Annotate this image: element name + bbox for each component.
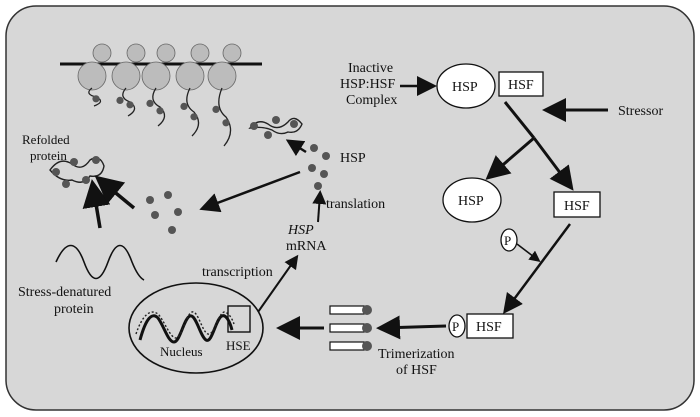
ribosome-small-subunit <box>222 43 242 63</box>
hse-label: HSE <box>226 338 251 353</box>
phosphate-bound-label: P <box>452 319 459 334</box>
arrow-cluster-to-polysome <box>285 139 307 157</box>
refolded-protein <box>49 156 105 188</box>
hsf-phospho-box <box>466 313 514 339</box>
hsp-dots-middle <box>146 191 182 234</box>
nascent-hsp-dot <box>190 113 198 121</box>
transcription-label: transcription <box>202 265 273 280</box>
hsp-complex-oval <box>436 63 496 109</box>
nascent-chain <box>218 87 232 147</box>
nascent-hsp-dot <box>222 119 230 127</box>
stressor-label: Stressor <box>618 104 663 119</box>
mrna-gene-label: HSP <box>287 223 314 238</box>
arrow-split-to-hsp <box>485 136 535 180</box>
nascent-hsp-dot <box>212 105 220 113</box>
nascent-hsp-dot <box>92 95 100 103</box>
folding-protein <box>248 116 303 139</box>
nascent-hsp-dot <box>156 107 164 115</box>
hsf-complex-box <box>498 71 544 97</box>
polysome-ribosomes <box>60 43 262 147</box>
denatured-label: Stress-denatured protein <box>18 285 115 317</box>
refolded-label: Refolded protein <box>22 132 73 163</box>
hsp-cluster-label: HSP <box>340 151 366 166</box>
nascent-hsp-dot <box>180 102 188 110</box>
denatured-protein <box>55 244 145 281</box>
arrow-complex-split <box>503 101 536 139</box>
nascent-hsp-dot <box>116 96 124 104</box>
arrow-denatured-to-refolded <box>82 179 111 229</box>
ribosome-large-subunit <box>111 61 141 91</box>
hsf-free-label: HSF <box>564 199 590 214</box>
hsf-complex-label: HSF <box>508 78 534 93</box>
ribosome-large-subunit <box>141 61 171 91</box>
hsp-complex-label: HSP <box>452 80 478 95</box>
mrna-label: mRNA <box>286 239 327 254</box>
ribosome-large-subunit <box>77 61 107 91</box>
ribosome-small-subunit <box>126 43 146 63</box>
arrow-hsf-to-phospho <box>503 223 572 315</box>
nascent-chain <box>186 87 200 137</box>
nascent-hsp-dot <box>126 101 134 109</box>
nascent-hsp-dot <box>146 99 154 107</box>
arrow-transcription <box>257 254 299 313</box>
phosphate-label: P <box>504 233 511 248</box>
trimerization-label: Trimerization of HSF <box>378 347 458 378</box>
ribosome-large-subunit <box>175 61 205 91</box>
ribosome-small-subunit <box>92 43 112 63</box>
hsf-free-box <box>553 191 601 218</box>
nucleus-label: Nucleus <box>160 344 203 359</box>
phosphate-bound-circle <box>448 314 466 338</box>
hsp-free-label: HSP <box>458 194 484 209</box>
arrow-cluster-to-middle <box>199 170 301 213</box>
ribosome-small-subunit <box>156 43 176 63</box>
dna-strand-solid <box>138 314 234 344</box>
arrow-hsp-to-refolded <box>94 175 136 210</box>
arrow-split-to-hsf <box>532 137 574 191</box>
nucleus-oval <box>128 282 264 374</box>
arrow-phosphate-in <box>516 243 541 262</box>
ribosome-large-subunit <box>207 61 237 91</box>
arrow-phospho-to-trimer <box>376 315 447 340</box>
ribosome-small-subunit <box>190 43 210 63</box>
dna-strand-dotted <box>135 311 235 339</box>
hsp-cluster <box>308 144 330 190</box>
inactive-complex-label: Inactive HSP:HSF Complex <box>340 61 399 108</box>
hse-box <box>227 305 251 333</box>
hsp-free-oval <box>442 177 502 223</box>
hsf-trimer <box>329 305 372 351</box>
hsf-phospho-label: HSF <box>476 320 502 335</box>
translation-label: translation <box>326 197 385 212</box>
nascent-chain <box>152 87 166 127</box>
phosphate-circle <box>500 228 518 252</box>
arrow-translation <box>312 190 327 223</box>
